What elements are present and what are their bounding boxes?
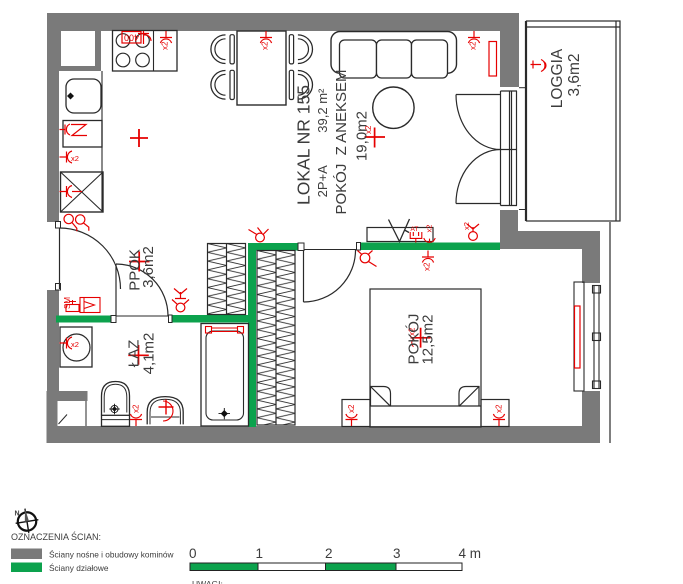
- svg-text:ŁAZ: ŁAZ: [125, 340, 142, 368]
- svg-text:x2: x2: [495, 404, 504, 413]
- svg-text:12,5m2: 12,5m2: [420, 314, 437, 364]
- svg-text:x2: x2: [408, 327, 417, 336]
- svg-text:LOGGIA: LOGGIA: [549, 48, 566, 108]
- svg-text:N: N: [15, 511, 20, 518]
- svg-text:1: 1: [256, 546, 264, 561]
- svg-text:x2: x2: [347, 404, 356, 413]
- svg-text:Ściany działowe: Ściany działowe: [49, 562, 109, 573]
- svg-text:0: 0: [189, 546, 197, 561]
- svg-text:x2: x2: [132, 404, 141, 413]
- svg-text:POKÓJ: POKÓJ: [406, 314, 423, 365]
- svg-text:4,1m2: 4,1m2: [141, 333, 158, 375]
- svg-text:POKÓJ Z ANEKSEM: POKÓJ Z ANEKSEM: [333, 69, 350, 214]
- svg-text:3,6m2: 3,6m2: [140, 246, 157, 288]
- svg-text:x2: x2: [423, 262, 432, 271]
- svg-text:x2: x2: [469, 41, 478, 50]
- svg-text:x2: x2: [71, 340, 79, 349]
- svg-text:x2: x2: [71, 154, 79, 163]
- svg-text:x2: x2: [161, 41, 170, 50]
- svg-text:x2: x2: [462, 222, 471, 230]
- svg-text:PPOK: PPOK: [127, 249, 144, 291]
- svg-text:2: 2: [325, 546, 333, 561]
- svg-text:OZNACZENIA ŚCIAN:: OZNACZENIA ŚCIAN:: [11, 531, 101, 542]
- svg-text:3: 3: [393, 546, 401, 561]
- svg-text:Ściany nośne i obudowy kominów: Ściany nośne i obudowy kominów: [49, 549, 175, 560]
- svg-text:x2: x2: [425, 225, 434, 233]
- svg-text:19,0m2: 19,0m2: [354, 111, 371, 161]
- svg-text:4 m: 4 m: [459, 546, 482, 561]
- svg-text:2P+A 39,2 m²: 2P+A 39,2 m²: [315, 88, 330, 197]
- svg-text:LOKAL NR 155: LOKAL NR 155: [294, 85, 314, 205]
- svg-text:x2: x2: [364, 125, 373, 134]
- svg-text:x2: x2: [261, 41, 270, 50]
- svg-text:SM: SM: [63, 297, 72, 309]
- svg-text:UWAGI:: UWAGI:: [192, 579, 223, 584]
- svg-text:3,6m2: 3,6m2: [566, 53, 583, 96]
- svg-text:400: 400: [124, 33, 139, 43]
- svg-text:AT: AT: [411, 226, 419, 233]
